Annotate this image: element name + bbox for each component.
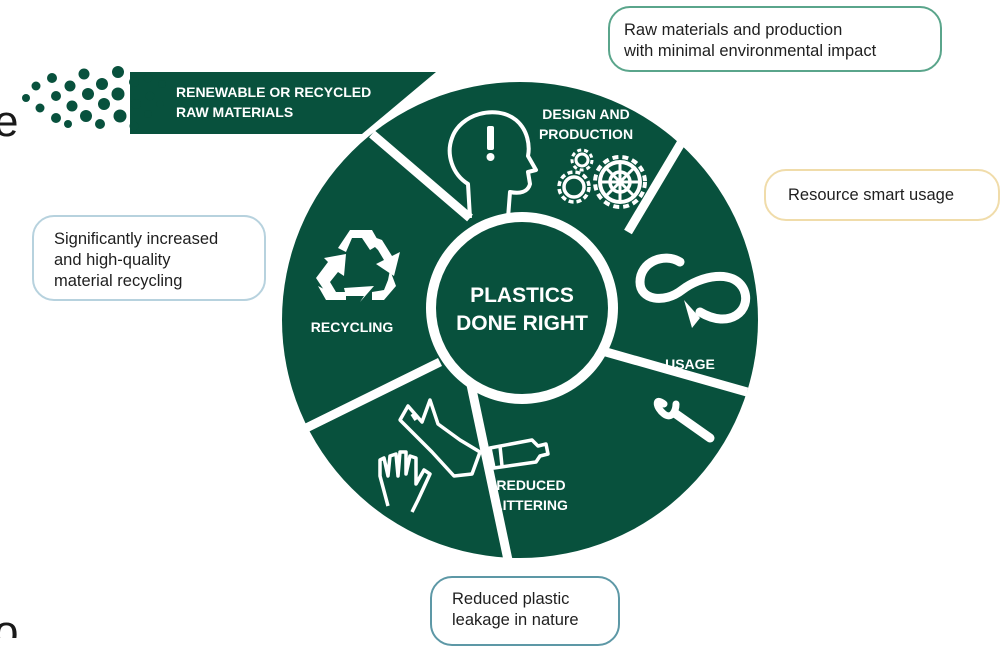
edge-fragment-bottom: o — [0, 607, 18, 638]
segment-recycling: RECYCLING — [311, 230, 400, 335]
usage-label: USAGE — [665, 356, 715, 372]
exclamation-mark-dot — [486, 153, 495, 161]
segment-design-production: DESIGN AND PRODUCTION — [447, 106, 647, 219]
head-exclamation-icon — [447, 110, 538, 219]
recycle-icon — [316, 230, 400, 302]
exclamation-mark-bar — [487, 126, 494, 150]
wrench-icon — [653, 397, 715, 443]
loop-arrowhead — [684, 300, 700, 328]
bottle-icon — [488, 438, 550, 470]
callout-raw-materials: Raw materials and production with minima… — [608, 6, 942, 72]
design-label-line1: DESIGN AND — [542, 106, 629, 122]
recycling-label: RECYCLING — [311, 319, 394, 335]
infinity-loop-icon — [635, 253, 751, 324]
particle-dots-icon — [22, 66, 166, 131]
littering-label-line2: LITTERING — [494, 497, 568, 513]
gears-icon — [557, 148, 647, 209]
banner-label-line1: RENEWABLE OR RECYCLED — [176, 84, 371, 100]
raw-materials-banner: RENEWABLE OR RECYCLED RAW MATERIALS — [22, 66, 436, 134]
segment-dividers — [290, 125, 749, 561]
segment-reduced-littering: REDUCED LITTERING — [378, 398, 568, 513]
plastic-bag-icon — [398, 398, 482, 478]
design-label-line2: PRODUCTION — [539, 126, 633, 142]
callout-material-recycling: Significantly increased and high-quality… — [32, 215, 266, 301]
littering-label-line1: REDUCED — [496, 477, 565, 493]
segment-usage: USAGE — [635, 253, 751, 443]
center-label-line1: PLASTICS — [470, 284, 574, 307]
center-label-line2: DONE RIGHT — [456, 312, 588, 335]
center-circle — [436, 222, 608, 394]
hand-icon — [378, 450, 432, 513]
callout-reduced-leakage: Reduced plastic leakage in nature — [430, 576, 620, 646]
edge-fragment-top: e — [0, 97, 18, 146]
callout-resource-smart-usage: Resource smart usage — [764, 169, 1000, 221]
banner-label-line2: RAW MATERIALS — [176, 104, 293, 120]
